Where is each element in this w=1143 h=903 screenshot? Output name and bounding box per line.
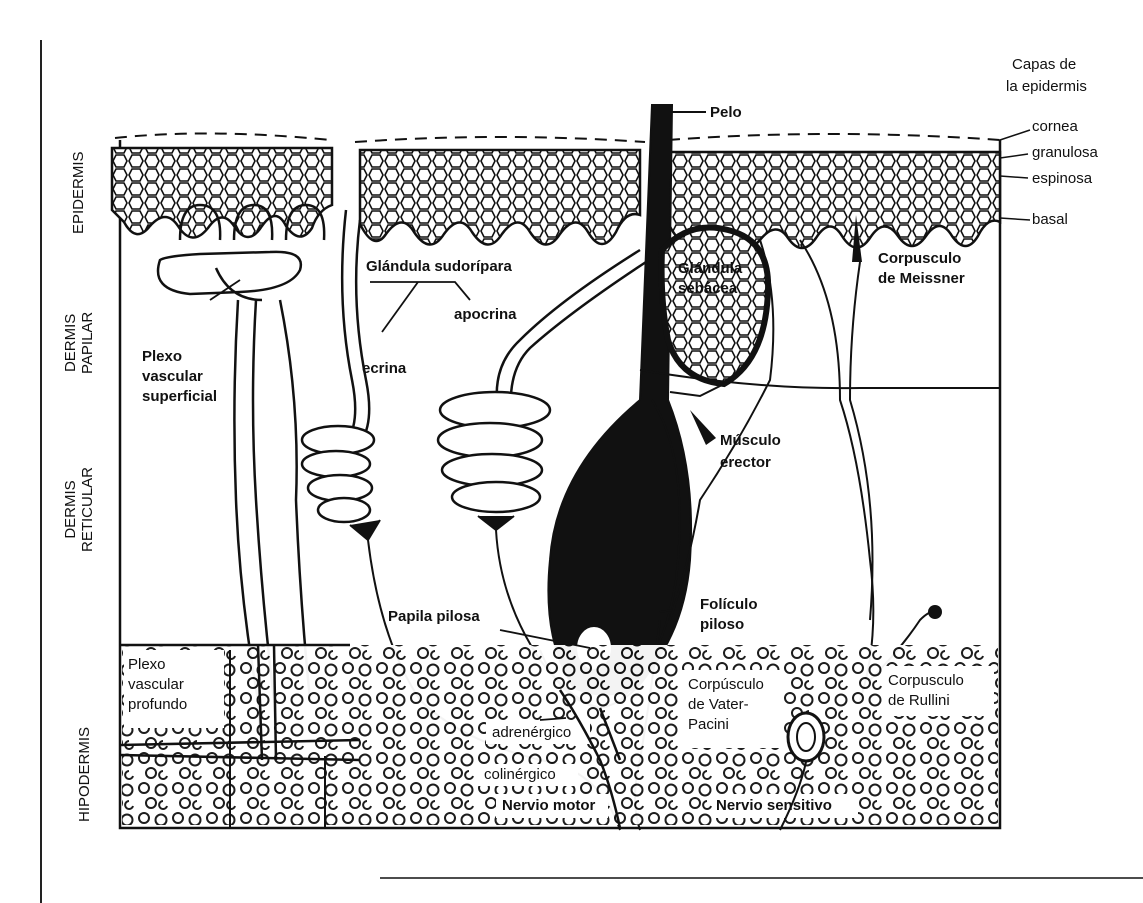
label-colinergico: colinérgico <box>484 766 556 784</box>
label-papila-pilosa: Papila pilosa <box>388 608 480 626</box>
label-rullini-1: Corpusculo <box>888 672 964 690</box>
label-plexo-profundo-1: Plexo <box>128 656 166 674</box>
label-glandula-sebacea-1: Glándula <box>678 260 742 278</box>
sebaceous-gland <box>662 228 768 397</box>
label-plexo-profundo-2: vascular <box>128 676 184 694</box>
label-adrenergico: adrenérgico <box>492 724 571 742</box>
label-pacini-1: Corpúsculo <box>688 676 764 694</box>
layer-pointers <box>1000 130 1030 220</box>
label-pacini-3: Pacini <box>688 716 729 734</box>
epidermis-middle <box>355 137 645 245</box>
region-epidermis: EPIDERMIS <box>70 151 87 234</box>
region-dermis-papilar-line1: DERMIS <box>62 312 79 374</box>
label-glandula-sebacea-2: sebácea <box>678 280 737 298</box>
label-meissner-1: Corpusculo <box>878 250 961 268</box>
region-dermis-papilar-line2: PAPILAR <box>79 312 96 374</box>
epidermis-left <box>112 133 332 237</box>
region-dermis-reticular-line2: RETICULAR <box>79 467 96 552</box>
rullini-corpuscle <box>928 605 942 619</box>
layers-heading-line2: la epidermis <box>1006 78 1087 96</box>
label-meissner-2: de Meissner <box>878 270 965 288</box>
label-glandula-sudoripara: Glándula sudorípara <box>366 258 512 276</box>
label-foliculo-piloso-2: piloso <box>700 616 744 634</box>
label-pacini-2: de Vater- <box>688 696 749 714</box>
label-nervio-sensitivo: Nervio sensitivo <box>716 797 832 815</box>
region-dermis-reticular: DERMIS RETICULAR <box>62 467 96 552</box>
label-plexo-profundo-3: profundo <box>128 696 187 714</box>
label-plexo-superficial-1: Plexo <box>142 348 182 366</box>
region-dermis-reticular-line1: DERMIS <box>62 467 79 552</box>
arrector-muscle <box>690 410 716 445</box>
label-musculo-erector-2: erector <box>720 454 771 472</box>
label-foliculo-piloso-1: Folículo <box>700 596 758 614</box>
region-hipodermis: HIPODERMIS <box>76 727 93 822</box>
layers-heading-line1: Capas de <box>1012 56 1076 74</box>
label-plexo-superficial-3: superficial <box>142 388 217 406</box>
label-pelo: Pelo <box>710 104 742 122</box>
layer-basal: basal <box>1032 211 1068 229</box>
label-nervio-motor: Nervio motor <box>502 797 595 815</box>
label-apocrina: apocrina <box>454 306 517 324</box>
label-ecrina: ecrina <box>362 360 406 378</box>
layer-granulosa: granulosa <box>1032 144 1098 162</box>
layer-espinosa: espinosa <box>1032 170 1092 188</box>
layer-cornea: cornea <box>1032 118 1078 136</box>
label-plexo-superficial-2: vascular <box>142 368 203 386</box>
scan-edge-left <box>40 40 42 903</box>
region-dermis-papilar: DERMIS PAPILAR <box>62 312 96 374</box>
label-rullini-2: de Rullini <box>888 692 950 710</box>
label-musculo-erector-1: Músculo <box>720 432 781 450</box>
